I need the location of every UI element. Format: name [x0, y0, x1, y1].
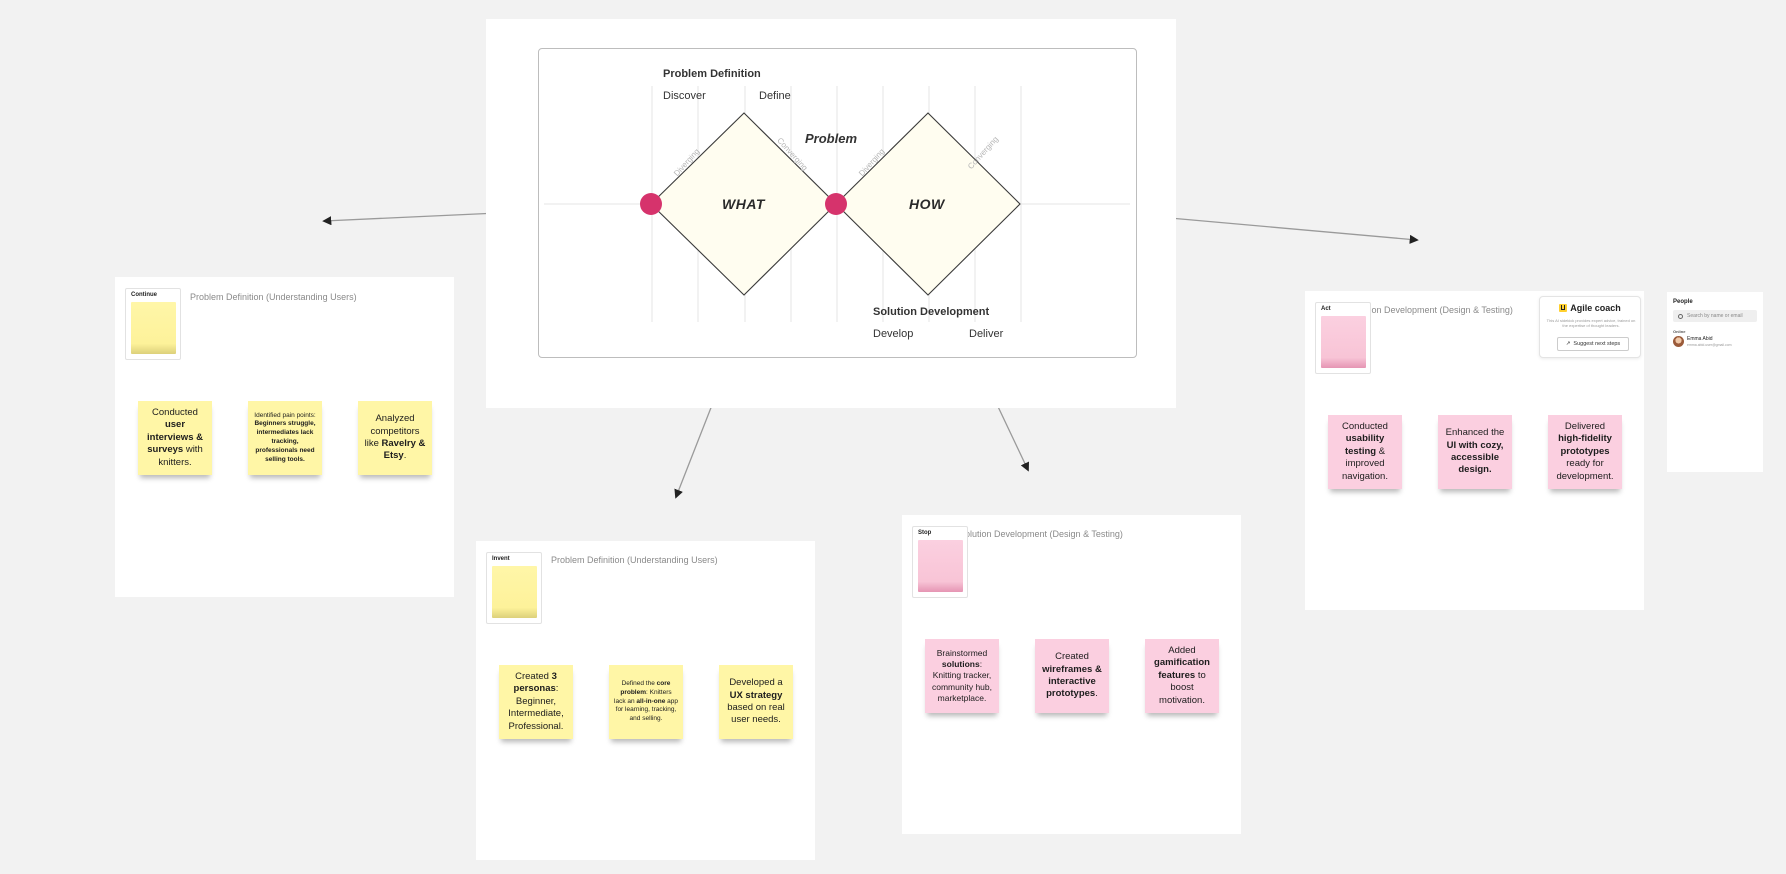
problem-definition-label: Problem Definition	[663, 68, 761, 80]
frame-stop[interactable]: Solution Development (Design & Testing) …	[902, 515, 1241, 834]
avatar[interactable]	[1673, 336, 1684, 347]
frame-continue[interactable]: Problem Definition (Understanding Users)…	[115, 277, 454, 597]
category-label: Stop	[918, 530, 932, 536]
category-card-invent[interactable]: Invent	[486, 552, 542, 624]
category-card-stop[interactable]: Stop	[912, 526, 968, 598]
frame-title: Problem Definition (Understanding Users)	[190, 292, 357, 302]
sticky-text: Added gamification features to boost mot…	[1154, 645, 1210, 706]
frame-title: Problem Definition (Understanding Users)	[551, 555, 718, 565]
sticky-text: Brainstormed solutions: Knitting tracker…	[932, 648, 992, 703]
search-placeholder: Search by name or email	[1687, 313, 1743, 319]
sticky-note[interactable]: Added gamification features to boost mot…	[1145, 639, 1219, 713]
agile-coach-icon	[1559, 304, 1568, 312]
person-email: emma.abid.user@gmail.com	[1687, 343, 1732, 347]
sticky-text: Conducted usability testing & improved n…	[1342, 421, 1388, 482]
category-label: Continue	[131, 292, 157, 298]
people-search-input[interactable]: Search by name or email	[1673, 310, 1757, 322]
sticky-note[interactable]: Analyzed competitors like Ravelry & Etsy…	[358, 401, 432, 475]
sticky-text: Created 3 personas: Beginner, Intermedia…	[508, 671, 564, 732]
sticky-text: Enhanced the UI with cozy, accessible de…	[1445, 427, 1505, 476]
diamond-how	[835, 112, 1021, 296]
sticky-text: Created wireframes & interactive prototy…	[1042, 651, 1102, 700]
deliver-label: Deliver	[969, 328, 1004, 340]
node-problem-start	[640, 193, 662, 215]
agile-coach-description: This AI sidekick provides expert advice,…	[1546, 318, 1636, 329]
sticky-note[interactable]: Conducted user interviews & surveys with…	[138, 401, 212, 475]
sticky-note[interactable]: Defined the core problem: Knitters lack …	[609, 665, 683, 739]
sticky-note[interactable]: Identified pain points: Beginners strugg…	[248, 401, 322, 475]
sticky-text: Delivered high-fidelity prototypes ready…	[1556, 421, 1614, 482]
category-label: Invent	[492, 556, 510, 562]
agile-coach-title: Agile coach	[1540, 303, 1640, 313]
define-label: Define	[759, 90, 791, 102]
category-sticky	[492, 566, 537, 618]
people-title: People	[1673, 299, 1693, 305]
frame-act[interactable]: Solution Development (Design & Testing) …	[1305, 291, 1644, 610]
frame-invent[interactable]: Problem Definition (Understanding Users)…	[476, 541, 815, 860]
develop-label: Develop	[873, 328, 914, 340]
people-panel: People Search by name or email Online Em…	[1667, 292, 1763, 472]
sticky-note[interactable]: Brainstormed solutions: Knitting tracker…	[925, 639, 999, 713]
person-name: Emma Abid	[1687, 336, 1713, 342]
node-problem-mid	[825, 193, 847, 215]
sticky-text: Conducted user interviews & surveys with…	[147, 407, 203, 468]
people-section-label: Online	[1673, 329, 1686, 334]
category-sticky	[1321, 316, 1366, 368]
sticky-text: Developed a UX strategy based on real us…	[727, 677, 785, 726]
category-card-continue[interactable]: Continue	[125, 288, 181, 360]
sticky-note[interactable]: Enhanced the UI with cozy, accessible de…	[1438, 415, 1512, 489]
search-icon	[1678, 313, 1683, 319]
sticky-text: Analyzed competitors like Ravelry & Etsy…	[364, 413, 426, 462]
sticky-text: Defined the core problem: Knitters lack …	[614, 680, 678, 723]
sparkle-icon: ↗	[1565, 341, 1571, 347]
sticky-note[interactable]: Developed a UX strategy based on real us…	[719, 665, 793, 739]
frame-title: Solution Development (Design & Testing)	[1349, 305, 1513, 315]
problem-label: Problem	[805, 131, 858, 146]
what-label: WHAT	[722, 196, 765, 212]
suggest-next-steps-button[interactable]: ↗Suggest next steps	[1557, 337, 1629, 351]
sticky-note[interactable]: Conducted usability testing & improved n…	[1328, 415, 1402, 489]
frame-title: Solution Development (Design & Testing)	[959, 529, 1123, 539]
sticky-text: Identified pain points: Beginners strugg…	[254, 411, 316, 463]
category-sticky	[131, 302, 176, 354]
category-label: Act	[1321, 306, 1331, 312]
sticky-note[interactable]: Created wireframes & interactive prototy…	[1035, 639, 1109, 713]
how-label: HOW	[909, 196, 945, 212]
category-sticky	[918, 540, 963, 592]
category-card-act[interactable]: Act	[1315, 302, 1371, 374]
discover-label: Discover	[663, 90, 706, 102]
agile-coach-panel[interactable]: Agile coach This AI sidekick provides ex…	[1539, 296, 1641, 358]
solution-development-label: Solution Development	[873, 306, 990, 318]
sticky-note[interactable]: Created 3 personas: Beginner, Intermedia…	[499, 665, 573, 739]
sticky-note[interactable]: Delivered high-fidelity prototypes ready…	[1548, 415, 1622, 489]
